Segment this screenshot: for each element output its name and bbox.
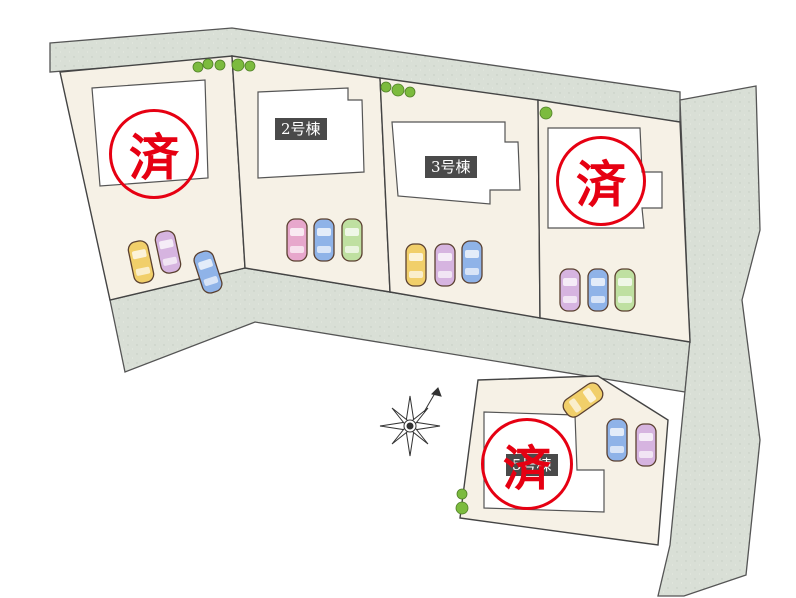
- lot-4-sold-stamp: 済: [556, 136, 646, 226]
- lot-4-sold-text: 済: [576, 155, 626, 214]
- lot-2-label: 2号棟: [275, 118, 327, 140]
- lot-5-sold-stamp: 済: [481, 418, 573, 510]
- lot-1-sold-text: 済: [129, 128, 179, 187]
- lot-3-label: 3号棟: [425, 156, 477, 178]
- compass-icon: [379, 387, 442, 457]
- lot-1-sold-stamp: 済: [109, 109, 199, 199]
- lot-5-sold-text: 済: [502, 441, 551, 497]
- tree-icons: [192, 58, 553, 515]
